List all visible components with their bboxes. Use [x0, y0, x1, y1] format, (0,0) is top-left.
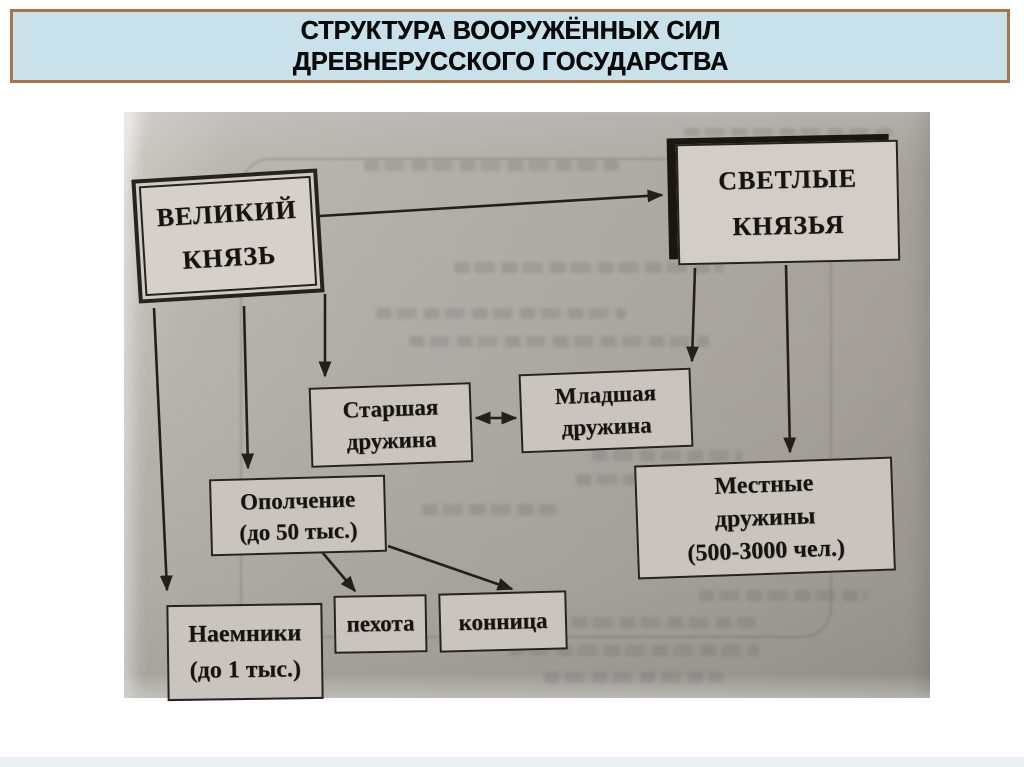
node-label: КНЯЗЬЯ: [732, 209, 845, 241]
node-mladshaya-druzhina: Младшая дружина: [518, 367, 694, 454]
bleed-through-text: [592, 450, 742, 461]
node-label: Ополчение: [239, 486, 356, 515]
arrows-layer: [152, 189, 797, 593]
bleed-through-text: [699, 590, 867, 601]
node-svetlye-knyazya: СВЕТЛЫЕ КНЯЗЬЯ: [675, 139, 901, 266]
node-opolchenie: Ополчение (до 50 тыс.): [209, 474, 387, 557]
slide-title-box: СТРУКТУРА ВООРУЖЁННЫХ СИЛ ДРЕВНЕРУССКОГО…: [10, 9, 1010, 83]
arrow-velikiy-to-naemniki: [152, 307, 173, 592]
node-konnitsa: конница: [438, 590, 568, 653]
node-label: Наемники: [188, 620, 302, 648]
node-label: (до 1 тыс.): [189, 656, 302, 684]
node-pekhota: пехота: [333, 594, 428, 654]
bottom-strip: [0, 757, 1024, 767]
node-label: конница: [458, 607, 548, 635]
slide-title-line2: ДРЕВНЕРУССКОГО ГОСУДАРСТВА: [292, 46, 728, 76]
slide-title-line1: СТРУКТУРА ВООРУЖЁННЫХ СИЛ: [300, 15, 720, 45]
arrow-velikiy-to-svetlye: [319, 189, 664, 218]
bleed-through-text: [544, 672, 724, 683]
node-mestnye-druzhiny: Местные дружины (500-3000 чел.): [634, 456, 896, 580]
diagram-photo: ВЕЛИКИЙ КНЯЗЬ СВЕТЛЫЕ КНЯЗЬЯ Старшая дру…: [124, 112, 930, 702]
node-velikiy-knyaz: ВЕЛИКИЙ КНЯЗЬ: [131, 168, 325, 304]
node-label: КНЯЗЬ: [181, 240, 277, 275]
node-label: ВЕЛИКИЙ: [155, 194, 298, 233]
bleed-through-text: [476, 617, 756, 628]
bleed-through-text: [364, 160, 619, 171]
arrow-opolchenie-to-konnitsa: [387, 544, 514, 591]
node-label: СВЕТЛЫЕ: [717, 163, 858, 195]
node-naemniki: Наемники (до 1 тыс.): [166, 602, 324, 702]
node-label: Младшая: [554, 379, 657, 409]
node-label: дружина: [561, 411, 653, 441]
node-velikiy-knyaz-inner: ВЕЛИКИЙ КНЯЗЬ: [138, 175, 318, 297]
node-label: дружины: [714, 502, 816, 533]
arrow-svetlye-to-mestnye: [783, 264, 797, 454]
bleed-through-text: [684, 128, 894, 136]
arrow-svetlye-to-mladshaya: [686, 267, 699, 363]
bleed-through-text: [422, 504, 557, 515]
bleed-through-text: [454, 262, 724, 273]
node-label: Старшая: [342, 394, 439, 423]
bleed-through-text: [376, 308, 626, 319]
bleed-through-text: [509, 645, 759, 656]
arrow-opolchenie-to-pekhota: [321, 551, 357, 593]
node-label: Местные: [713, 469, 814, 500]
bleed-through-text: [409, 336, 709, 347]
node-label: дружина: [346, 426, 437, 455]
arrow-velikiy-to-opolchenie: [241, 305, 255, 470]
node-starshaya-druzhina: Старшая дружина: [308, 382, 474, 468]
node-label: пехота: [346, 610, 415, 637]
node-label: (до 50 тыс.): [239, 516, 358, 546]
node-label: (500-3000 чел.): [686, 534, 846, 567]
